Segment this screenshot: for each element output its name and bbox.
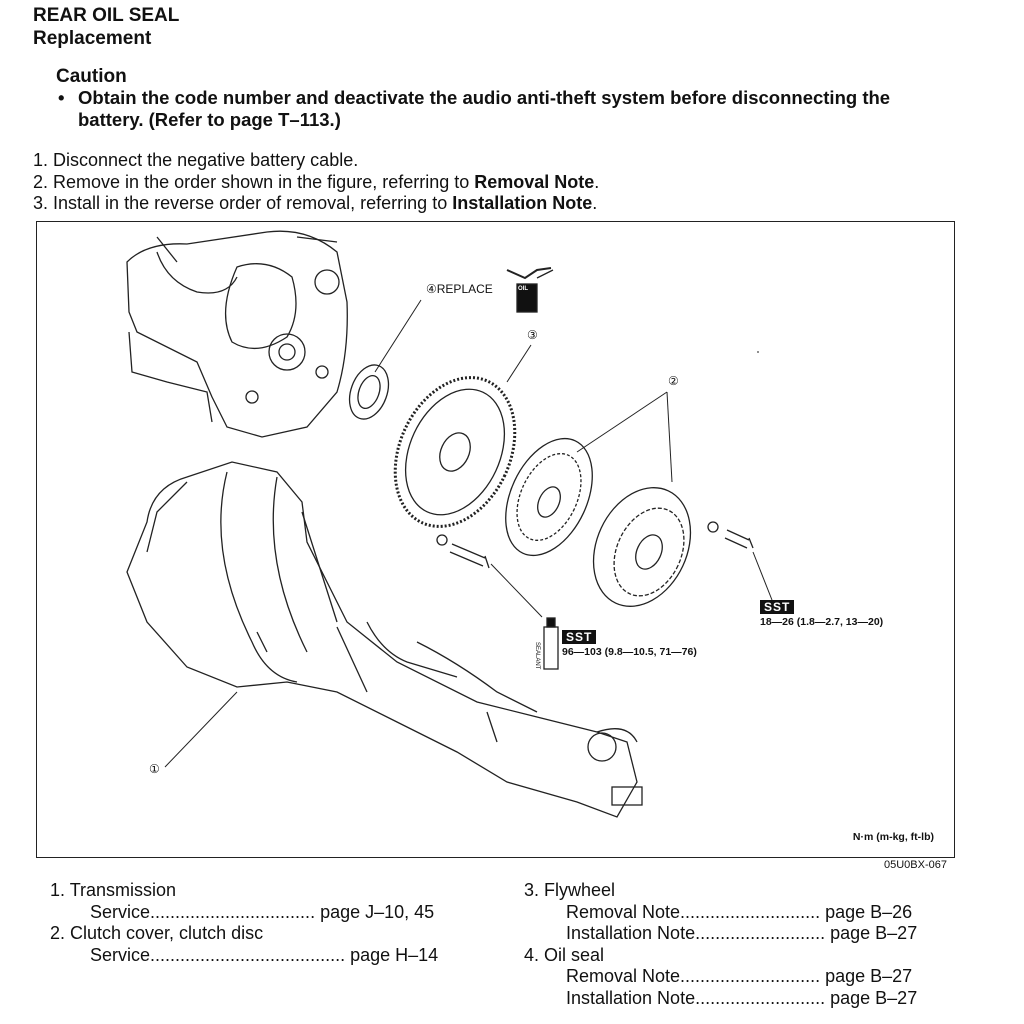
legend-item-title: 1. Transmission <box>50 880 177 900</box>
caution-bullet: • Obtain the code number and deactivate … <box>58 87 978 131</box>
legend-item-title: 4. Oil seal <box>524 944 605 965</box>
sealant-label: SEALANT <box>534 642 540 670</box>
legend-entry: Removal Note............................… <box>566 901 913 922</box>
page-title: REAR OIL SEAL <box>33 5 180 26</box>
sealant-tube-icon <box>543 617 559 670</box>
legend-entry: Service.................................… <box>90 944 439 965</box>
sst-badge: SST <box>562 630 597 644</box>
callout-1: ① <box>149 762 160 776</box>
procedure-steps: 1. Disconnect the negative battery cable… <box>33 150 599 215</box>
clutch-cover-drawing <box>592 487 692 607</box>
flywheel-bolt-drawing <box>436 534 490 569</box>
torque-spec-cover-bolt: SST 18—26 (1.8—2.7, 13—20) <box>760 598 883 628</box>
replace-label: REPLACE <box>436 282 493 296</box>
caution-heading: Caution <box>56 66 127 87</box>
legend-right: 3. Flywheel Removal Note................… <box>524 880 917 1009</box>
leader-lines <box>164 299 773 768</box>
page-subtitle: Replacement <box>33 28 152 49</box>
legend-entry: Installation Note.......................… <box>566 923 918 943</box>
torque-units: N·m (m-kg, ft-lb) <box>852 831 934 843</box>
oil-seal-drawing <box>348 364 390 420</box>
exploded-view-figure: ④REPLACE OIL ③ ② ① SST 18—26 (1.8—2.7, 1… <box>36 221 955 858</box>
callout-2: ② <box>668 374 679 388</box>
page-title-block: REAR OIL SEAL Replacement <box>33 4 179 50</box>
caution-bullet-text-cont: battery. (Refer to page T–113.) <box>78 109 341 130</box>
torque-value: 96—103 (9.8—10.5, 71—76) <box>562 646 697 658</box>
engine-block <box>126 230 348 438</box>
installation-note-ref: Installation Note <box>452 193 593 213</box>
caution-bullet-text: Obtain the code number and deactivate th… <box>78 87 891 108</box>
legend-entry: Installation Note.......................… <box>566 987 918 1008</box>
legend-left: 1. Transmission Service.................… <box>50 880 438 966</box>
flywheel-drawing <box>393 376 517 528</box>
clutch-disc-drawing <box>505 437 593 557</box>
torque-spec-flywheel-bolt: SST 96—103 (9.8—10.5, 71—76) <box>562 628 697 658</box>
oil-label: OIL <box>518 286 528 292</box>
transmission-drawing <box>126 461 643 818</box>
bullet-icon: • <box>58 87 65 108</box>
legend-entry: Service.................................… <box>90 901 435 922</box>
torque-value: 18—26 (1.8—2.7, 13—20) <box>760 616 884 628</box>
legend-entry: Removal Note............................… <box>566 966 913 986</box>
cover-bolt-drawing <box>707 521 754 549</box>
callout-3: ③ <box>527 328 538 342</box>
legend-item-title: 3. Flywheel <box>524 880 616 900</box>
legend-item-title: 2. Clutch cover, clutch disc <box>50 923 264 943</box>
oil-can-icon <box>506 267 554 313</box>
figure-drawing <box>126 230 773 818</box>
step-item: 3. Install in the reverse order of remov… <box>33 193 598 213</box>
step-item: 1. Disconnect the negative battery cable… <box>33 150 359 170</box>
sst-badge: SST <box>760 600 795 614</box>
step-item: 2. Remove in the order shown in the figu… <box>33 171 600 192</box>
figure-code: 05U0BX-067 <box>884 859 947 871</box>
removal-note-ref: Removal Note <box>474 171 595 192</box>
callout-4: ④REPLACE <box>426 282 493 296</box>
